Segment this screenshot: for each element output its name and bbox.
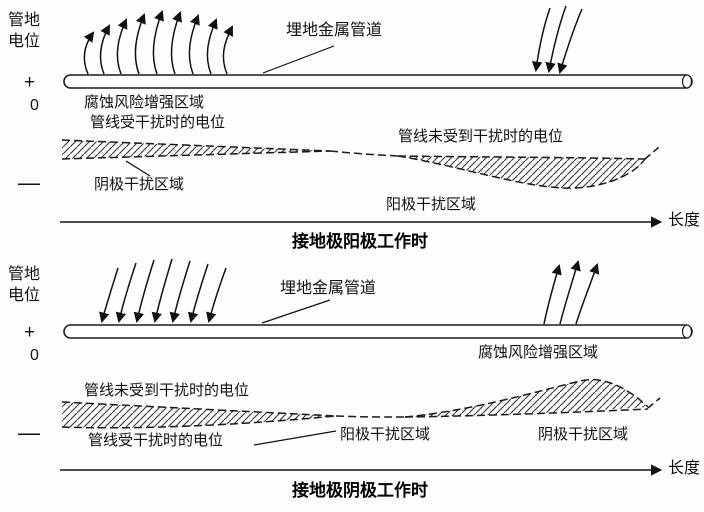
y-axis-label-line2: 电位 (8, 33, 41, 50)
y-axis-label-line2: 电位 (8, 287, 41, 304)
anodic-zone-label: 阳极干扰区域 (386, 196, 477, 213)
y-axis-zero: 0 (30, 347, 39, 364)
disturbed-potential-label: 管线受干扰时的电位 (88, 432, 224, 449)
x-axis-label: 长度 (668, 212, 701, 229)
current-arrows-down-icon (531, 5, 583, 75)
top-panel-caption: 接地极阳极工作时 (292, 232, 428, 251)
cathodic-zone-shape (404, 379, 661, 418)
y-axis-label-line1: 管地 (8, 12, 41, 29)
anodic-zone-label: 阳极干扰区域 (340, 426, 431, 443)
cathodic-label-leader-line (125, 160, 151, 177)
y-axis-plus: + (24, 322, 36, 343)
undisturbed-potential-label: 管线未受到干扰时的电位 (84, 382, 250, 399)
corrosion-zone-label: 腐蚀风险增强区域 (478, 344, 599, 361)
pipe-label-leader-line (261, 299, 331, 324)
cathodic-zone-label: 阴极干扰区域 (538, 426, 629, 443)
disturbed-label-leader-line (253, 430, 337, 446)
pipe-label: 埋地金属管道 (280, 280, 377, 297)
corrosion-zone-label: 腐蚀风险增强区域 (84, 94, 205, 111)
top-panel-graphics (60, 5, 693, 228)
cathodic-zone-label: 阴极干扰区域 (94, 176, 185, 193)
bottom-panel-caption: 接地极阴极工作时 (292, 481, 428, 500)
pipe-label-leader-line (262, 45, 335, 74)
current-arrows-up-icon (543, 259, 600, 325)
anodic-zone-shape (397, 146, 660, 189)
potential-line-connector (329, 150, 399, 157)
y-axis-minus: — (18, 420, 40, 445)
pipe-label: 埋地金属管道 (286, 22, 383, 39)
undisturbed-potential-label: 管线未受到干扰时的电位 (398, 128, 564, 145)
current-arrows-up-icon (83, 10, 233, 75)
y-axis-label-line1: 管地 (8, 266, 41, 283)
anodic-zone-shape (61, 401, 337, 429)
pipe-shape (63, 324, 693, 339)
disturbed-potential-label: 管线受干扰时的电位 (90, 114, 226, 131)
x-axis-label: 长度 (668, 460, 701, 477)
y-axis-zero: 0 (30, 97, 39, 114)
pipe-shape (63, 74, 693, 89)
bottom-panel-graphics (60, 258, 693, 476)
y-axis-minus: — (18, 170, 40, 195)
current-arrows-down-icon (99, 258, 227, 324)
potential-line-connector (335, 415, 406, 418)
cathodic-zone-shape (61, 139, 331, 160)
y-axis-plus: + (24, 72, 36, 93)
